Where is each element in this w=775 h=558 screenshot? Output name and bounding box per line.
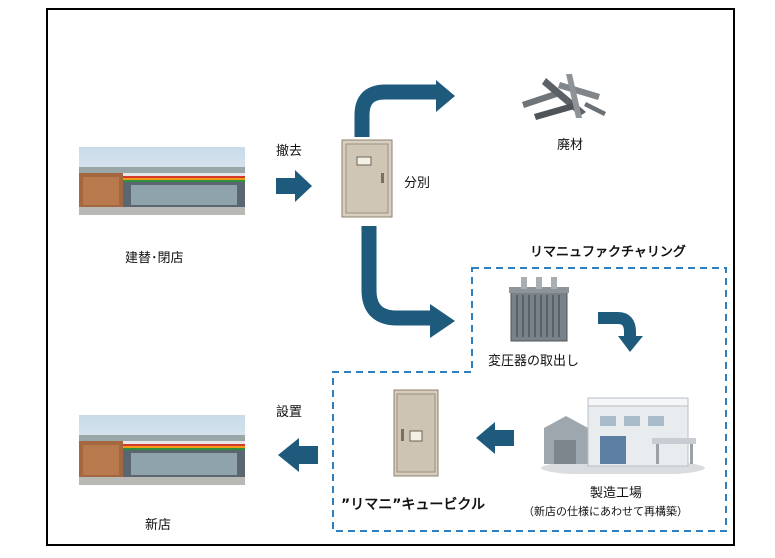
old-store-image [79,147,245,215]
remanufacturing-label: リマニュファクチャリング [530,245,686,260]
old-cubicle-image [341,139,393,218]
scrap-image [516,72,608,124]
product-label: ”リマニ”キュービクル [341,497,485,513]
separation-label: 分別 [404,176,431,191]
arrow-to-scrap [354,84,438,137]
arrow-factory-to-cubicle [476,422,514,454]
new-store-image [79,415,245,485]
new-store-label: 新店 [145,518,172,533]
arrow-to-transformer [361,226,432,326]
convenience-store-icon [79,147,245,215]
remanufacturing-dashed-box [332,267,727,532]
arrow-installation [278,438,318,472]
old-store-label: 建替･閉店 [125,251,184,266]
transformer-image [501,277,577,345]
arrow-to-factory [598,312,636,338]
transformer-icon [509,277,569,342]
cubicle-cabinet-icon [341,139,393,218]
convenience-store-icon [79,415,245,485]
new-cubicle-image [393,389,439,477]
scrap-metal-icon [522,74,606,120]
factory-label: 製造工場 [590,486,643,501]
arrow-removal [276,170,312,202]
transformer-label: 変圧器の取出し [488,354,580,369]
diagram-frame [46,8,735,546]
cubicle-cabinet-icon [393,389,439,477]
factory-icon [541,397,705,474]
removal-label: 撤去 [276,144,303,159]
factory-note-label: （新店の仕様にあわせて再構築） [523,505,688,518]
scrap-label: 廃材 [557,138,584,153]
installation-label: 設置 [276,405,303,420]
factory-image [540,388,706,474]
